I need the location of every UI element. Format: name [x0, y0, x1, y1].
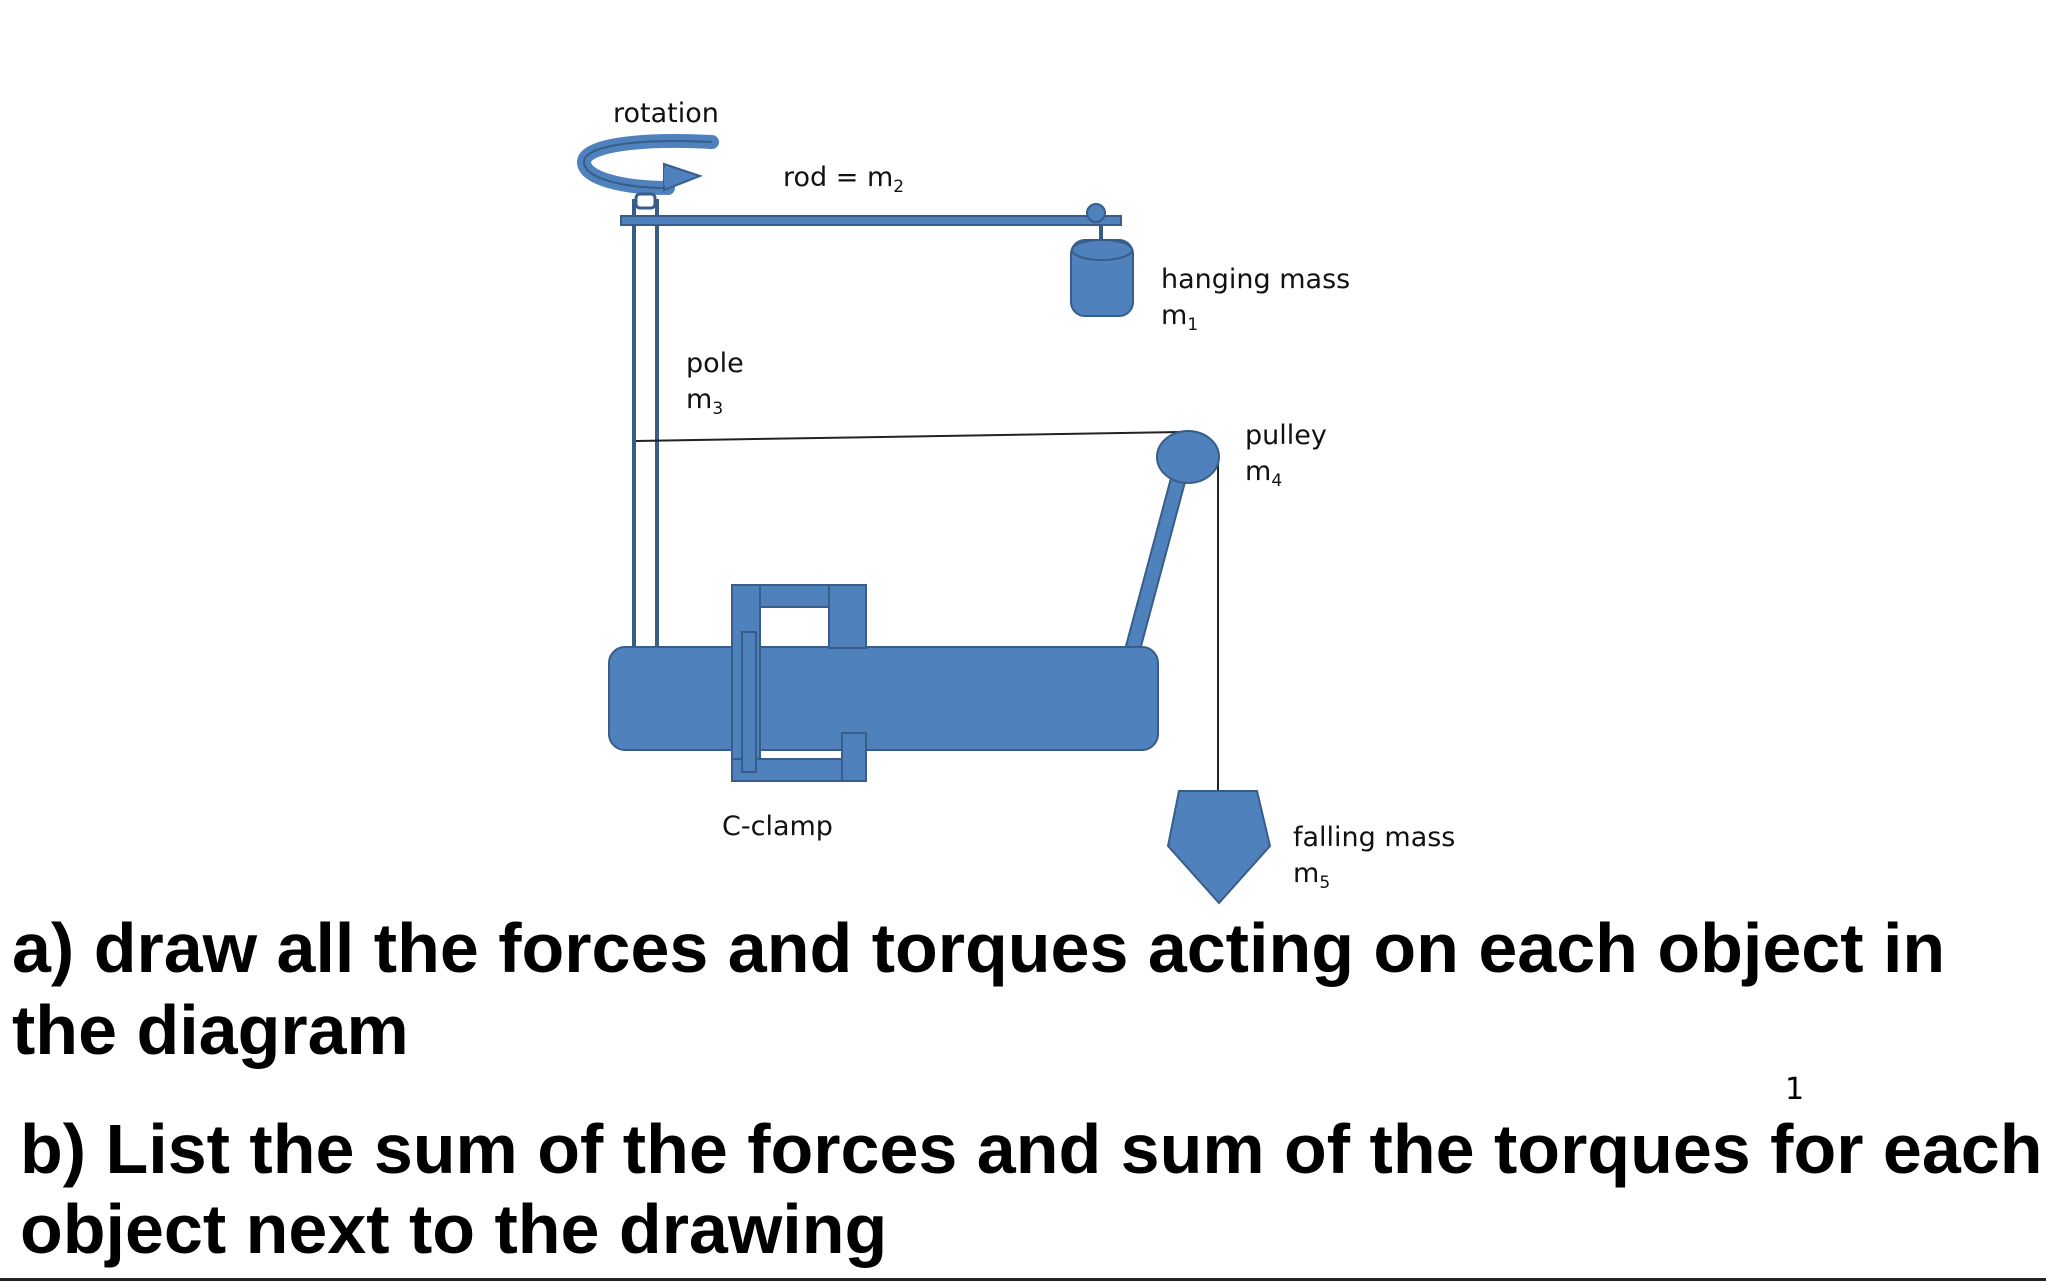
c-clamp-label: C-clamp [722, 811, 833, 842]
falling-mass [1166, 790, 1272, 905]
rotation-arrow [576, 133, 719, 195]
rod-label-sub: 2 [893, 177, 905, 197]
falling-mass-m: m [1293, 858, 1320, 889]
question-a-line2: the diagram [12, 991, 409, 1069]
pole-sub: 3 [712, 399, 724, 419]
pulley-symbol: m4 [1245, 456, 1282, 491]
hanging-mass-label: hanging mass [1161, 264, 1351, 295]
pulley [1156, 430, 1220, 484]
question-b-line2: object next to the drawing [20, 1190, 888, 1268]
falling-mass-sub: 5 [1319, 873, 1331, 893]
question-a-line1: a) draw all the forces and torques actin… [12, 909, 1946, 987]
rotation-label: rotation [613, 98, 719, 129]
rod [620, 203, 1122, 226]
pulley-sub: 4 [1271, 471, 1283, 491]
pole-symbol: m3 [686, 384, 723, 419]
falling-mass-label: falling mass [1293, 822, 1456, 853]
question-b-line1: b) List the sum of the forces and sum of… [20, 1110, 2043, 1188]
hanging-mass-m: m [1161, 300, 1188, 331]
bottom-rule [0, 1278, 2046, 1281]
hanging-mass [1070, 224, 1134, 317]
rod-label-text: rod = m [783, 162, 894, 193]
pulley-label: pulley [1245, 420, 1327, 451]
c-clamp [731, 584, 867, 782]
pulley-m: m [1245, 456, 1272, 487]
page-number: 1 [1785, 1072, 1805, 1107]
pole-label: pole [686, 348, 744, 379]
hanging-mass-symbol: m1 [1161, 300, 1198, 335]
pole-m: m [686, 384, 713, 415]
pole [632, 192, 659, 651]
base [608, 646, 1159, 751]
rod-label: rod = m2 [783, 162, 904, 197]
falling-mass-symbol: m5 [1293, 858, 1330, 893]
string [635, 431, 1219, 790]
hanging-mass-sub: 1 [1187, 315, 1199, 335]
